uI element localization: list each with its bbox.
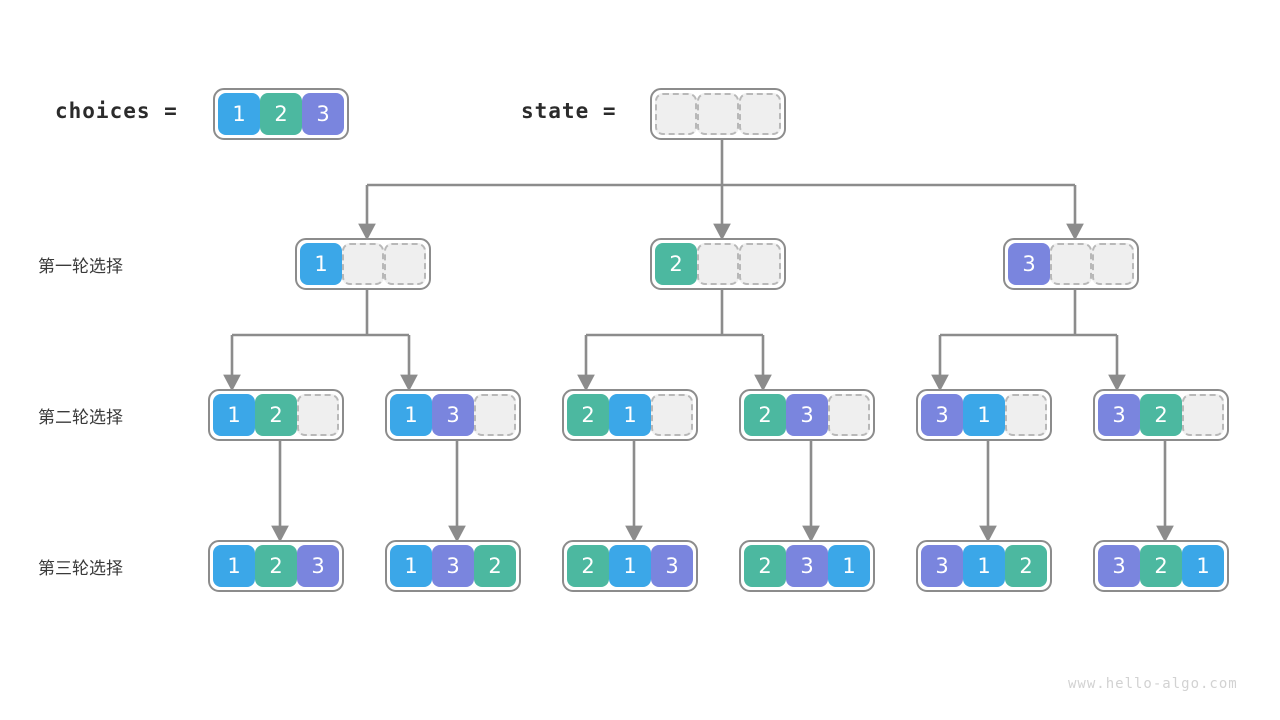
cell-value-3: 3 xyxy=(297,545,339,587)
cell-value-3: 3 xyxy=(302,93,344,135)
cell-value-2: 2 xyxy=(255,394,297,436)
node-round-1-3: 3 xyxy=(1003,238,1139,290)
cell-value-3: 3 xyxy=(1098,545,1140,587)
cell-value-1: 1 xyxy=(609,394,651,436)
cell-value-1: 1 xyxy=(828,545,870,587)
cell-value-1: 1 xyxy=(213,545,255,587)
cell-value-3: 3 xyxy=(651,545,693,587)
cell-value-3: 3 xyxy=(921,394,963,436)
cell-value-2: 2 xyxy=(744,545,786,587)
cell-empty xyxy=(297,394,339,436)
cell-value-3: 3 xyxy=(432,394,474,436)
cell-empty xyxy=(1092,243,1134,285)
cell-value-1: 1 xyxy=(609,545,651,587)
choices-label: choices = xyxy=(55,99,178,123)
cell-value-3: 3 xyxy=(1008,243,1050,285)
row-label-round-2: 第二轮选择 xyxy=(38,408,123,427)
cell-empty xyxy=(655,93,697,135)
cell-empty xyxy=(474,394,516,436)
cell-value-3: 3 xyxy=(786,545,828,587)
cell-empty xyxy=(697,243,739,285)
cell-value-1: 1 xyxy=(218,93,260,135)
node-round-1-1: 1 xyxy=(295,238,431,290)
cell-value-2: 2 xyxy=(255,545,297,587)
cell-value-2: 2 xyxy=(1005,545,1047,587)
cell-value-2: 2 xyxy=(1140,394,1182,436)
cell-value-1: 1 xyxy=(213,394,255,436)
cell-empty xyxy=(739,243,781,285)
cell-value-2: 2 xyxy=(567,394,609,436)
cell-value-1: 1 xyxy=(1182,545,1224,587)
watermark: www.hello-algo.com xyxy=(1068,676,1238,692)
cell-empty xyxy=(1050,243,1092,285)
row-label-round-1: 第一轮选择 xyxy=(38,257,123,276)
cell-empty xyxy=(697,93,739,135)
cell-empty xyxy=(1005,394,1047,436)
state-array xyxy=(650,88,786,140)
cell-value-3: 3 xyxy=(432,545,474,587)
cell-value-1: 1 xyxy=(963,545,1005,587)
state-label: state = xyxy=(521,99,617,123)
cell-empty xyxy=(342,243,384,285)
cell-empty xyxy=(651,394,693,436)
cell-value-2: 2 xyxy=(1140,545,1182,587)
cell-empty xyxy=(1182,394,1224,436)
cell-value-3: 3 xyxy=(921,545,963,587)
cell-value-3: 3 xyxy=(1098,394,1140,436)
cell-empty xyxy=(739,93,781,135)
cell-value-3: 3 xyxy=(786,394,828,436)
node-round-1-2: 2 xyxy=(650,238,786,290)
cell-value-1: 1 xyxy=(390,394,432,436)
cell-value-2: 2 xyxy=(744,394,786,436)
cell-value-1: 1 xyxy=(963,394,1005,436)
cell-value-2: 2 xyxy=(260,93,302,135)
cell-value-2: 2 xyxy=(567,545,609,587)
cell-value-2: 2 xyxy=(655,243,697,285)
row-label-round-3: 第三轮选择 xyxy=(38,559,123,578)
cell-empty xyxy=(828,394,870,436)
cell-value-1: 1 xyxy=(390,545,432,587)
cell-value-1: 1 xyxy=(300,243,342,285)
cell-empty xyxy=(384,243,426,285)
cell-value-2: 2 xyxy=(474,545,516,587)
